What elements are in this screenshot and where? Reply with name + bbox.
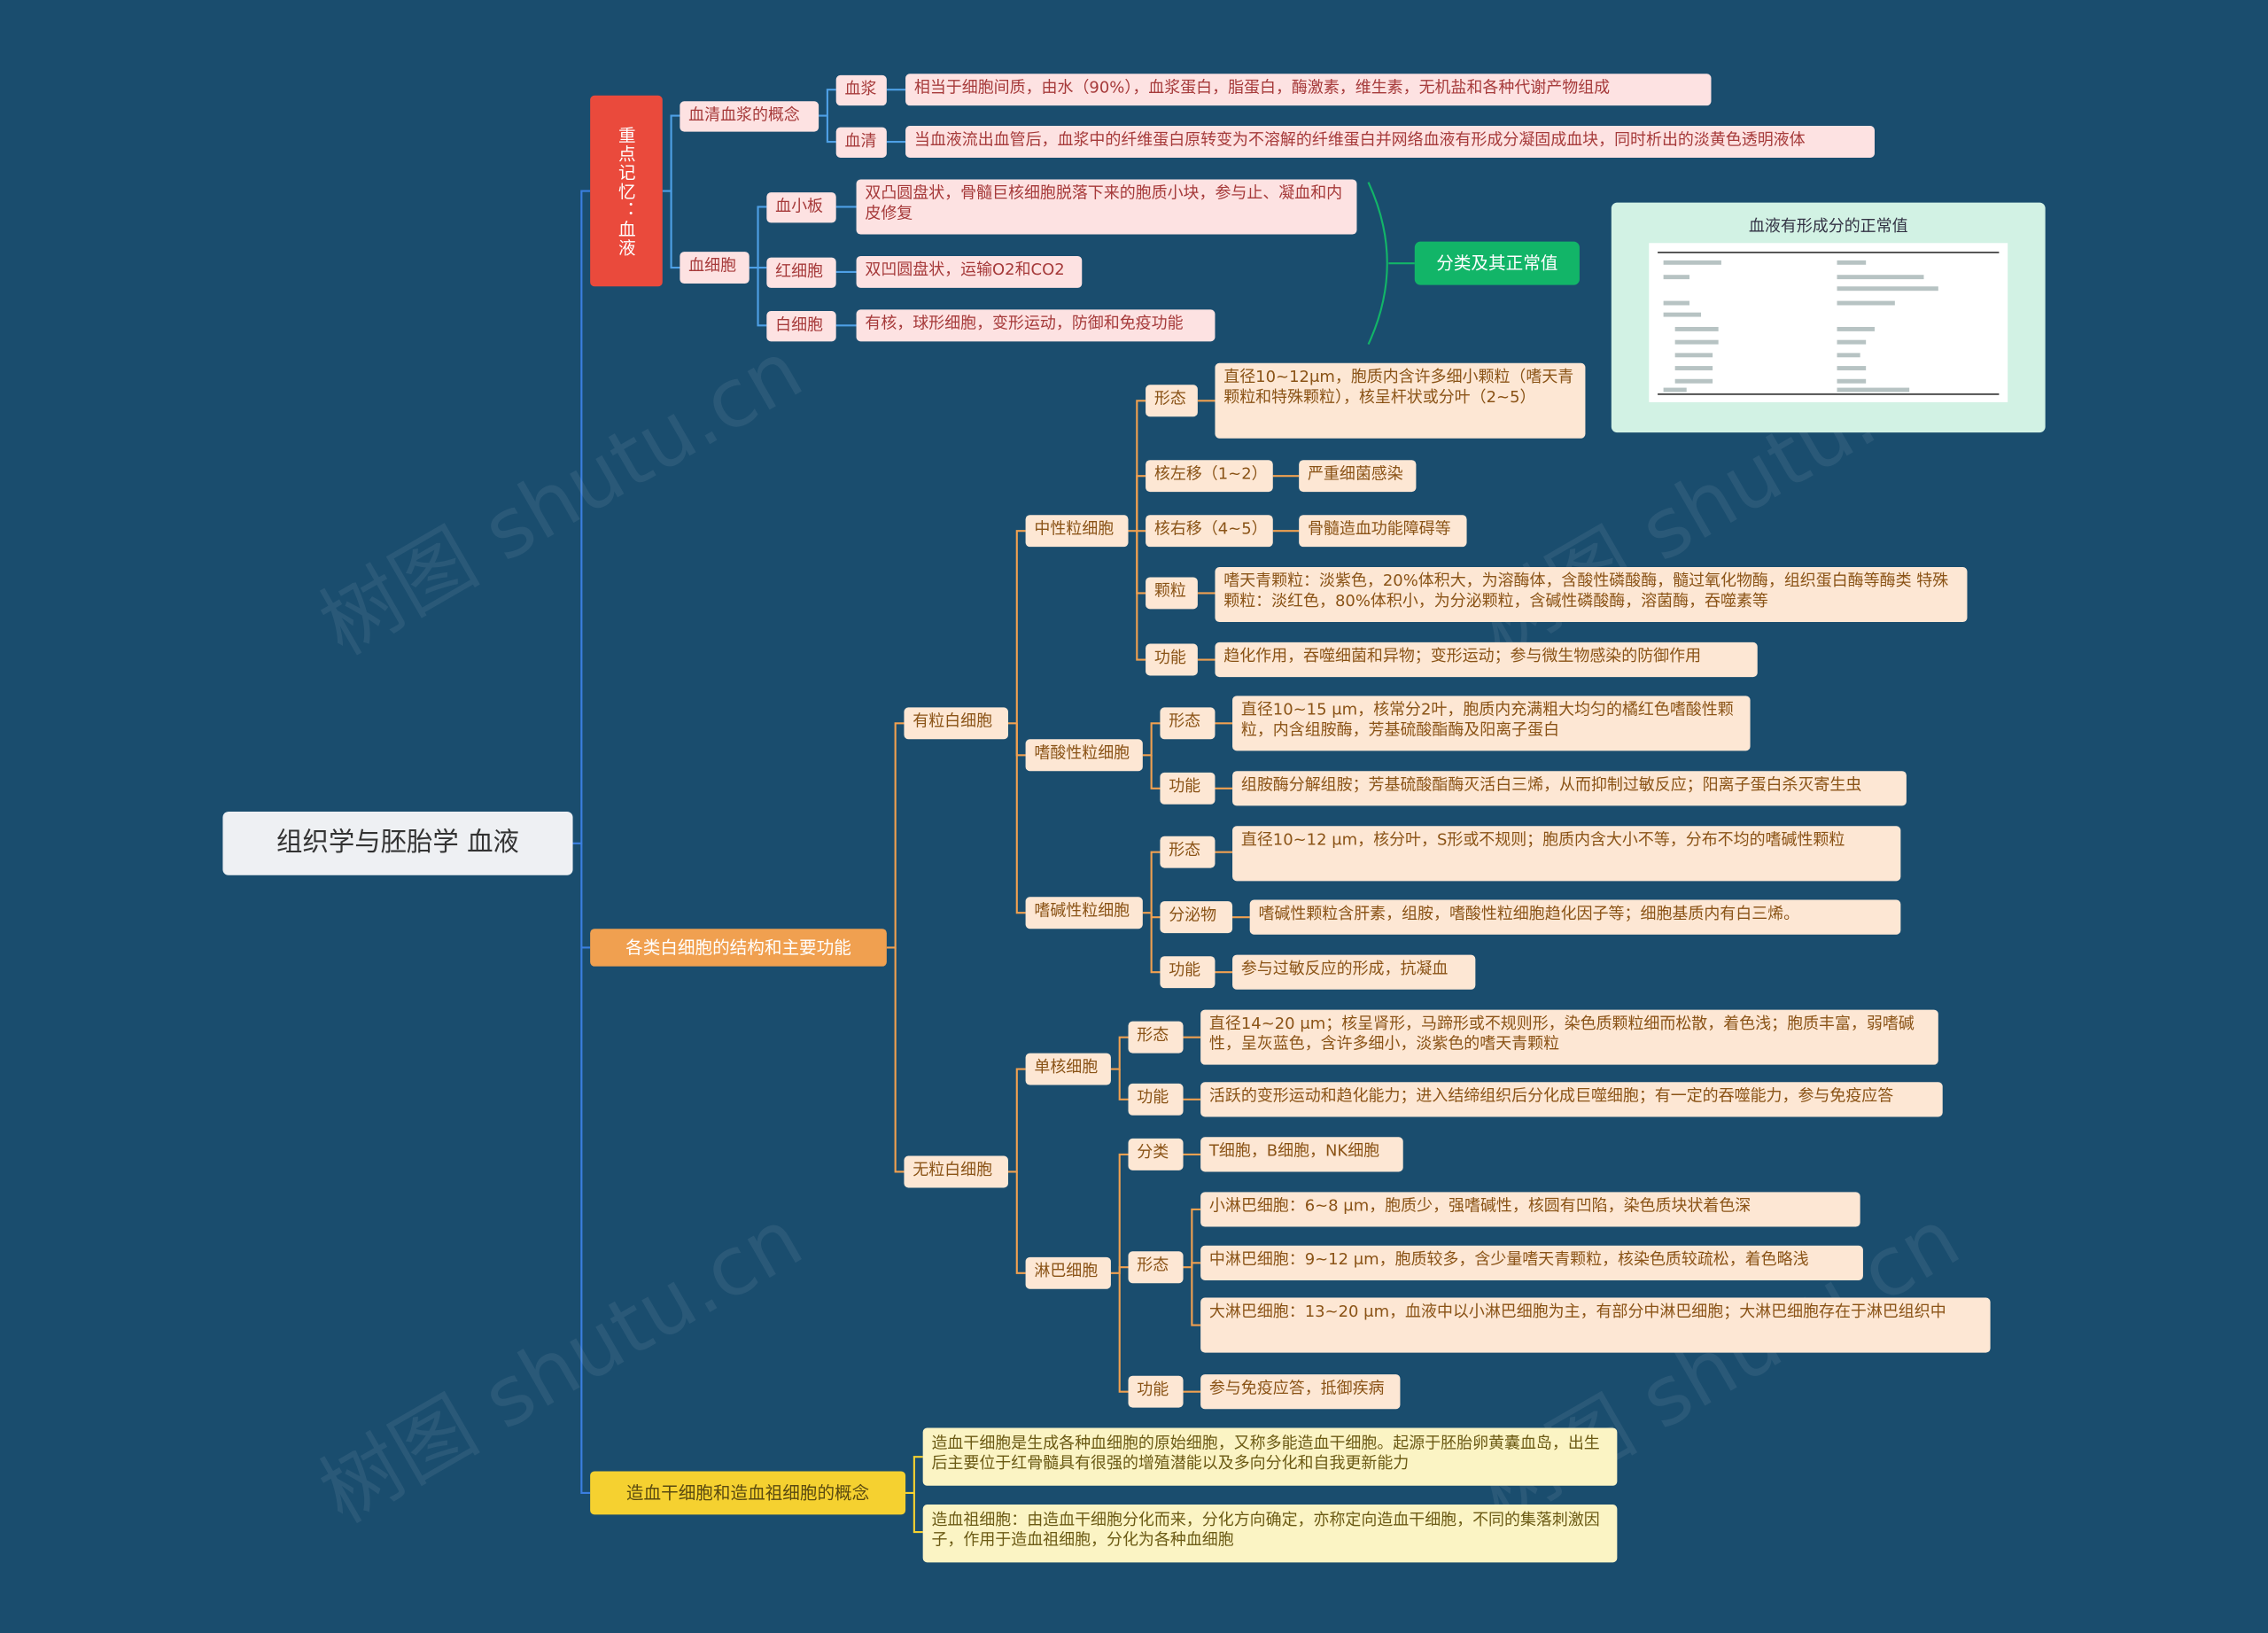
neutrophil-function-label[interactable]: 功能 — [1146, 643, 1198, 676]
eosinophil-function-text[interactable]: 组胺酶分解组胺；芳基硫酸酯酶灭活白三烯，从而抑制过敏反应；阳离子蛋白杀灭寄生虫 — [1232, 771, 1907, 806]
basophil-function-text[interactable]: 参与过敏反应的形成，抗凝血 — [1232, 954, 1476, 990]
monocyte-function-label[interactable]: 功能 — [1128, 1083, 1184, 1116]
basophil-function-label[interactable]: 功能 — [1160, 956, 1216, 989]
basophil-morph-label[interactable]: 形态 — [1160, 836, 1216, 868]
lymphocyte-class-text[interactable]: T细胞，B细胞，NK细胞 — [1200, 1137, 1403, 1172]
neutrophil-right-shift-text[interactable]: 骨髓造血功能障碍等 — [1299, 515, 1467, 548]
normal-values-table-thumbnail — [1649, 243, 2008, 402]
topic-blood-cells[interactable]: 血细胞 — [680, 252, 750, 284]
normal-values-image-card[interactable]: 血液有形成分的正常值 — [1611, 202, 2046, 433]
basophil-secretion-text[interactable]: 嗜碱性颗粒含肝素，组胺，嗜酸性粒细胞趋化因子等；细胞基质内有白三烯。 — [1249, 899, 1901, 935]
topic-basophil[interactable]: 嗜碱性粒细胞 — [1025, 897, 1143, 929]
serum-description[interactable]: 当血液流出血管后，血浆中的纤维蛋白原转变为不溶解的纤维蛋白并网络血液有形成分凝固… — [905, 126, 1875, 158]
topic-platelet[interactable]: 血小板 — [766, 192, 836, 223]
card-title: 血液有形成分的正常值 — [1748, 216, 1908, 237]
wbc-description[interactable]: 有核，球形细胞，变形运动，防御和免疫功能 — [856, 309, 1216, 342]
neutrophil-granule-text[interactable]: 嗜天青颗粒：淡紫色，20%体积大，为溶酶体，含酸性磷酸酶，髓过氧化物酶，组织蛋白… — [1215, 567, 1968, 623]
eosinophil-morph-text[interactable]: 直径10~15 μm，核常分2叶，胞质内充满粗大均匀的橘红色嗜酸性颗粒，内含组胺… — [1232, 696, 1751, 751]
topic-serum[interactable]: 血清 — [835, 127, 887, 158]
topic-eosinophil[interactable]: 嗜酸性粒细胞 — [1025, 739, 1143, 772]
basophil-secretion-label[interactable]: 分泌物 — [1160, 901, 1233, 934]
branch-wbc-structure-function[interactable]: 各类白细胞的结构和主要功能 — [590, 929, 887, 967]
topic-plasma[interactable]: 血浆 — [835, 74, 887, 106]
large-lymphocyte-text[interactable]: 大淋巴细胞：13~20 μm，血液中以小淋巴细胞为主，有部分中淋巴细胞；大淋巴细… — [1200, 1297, 1991, 1353]
topic-monocyte[interactable]: 单核细胞 — [1025, 1053, 1111, 1085]
neutrophil-function-text[interactable]: 趋化作用，吞噬细菌和异物；变形运动；参与微生物感染的防御作用 — [1215, 642, 1758, 678]
monocyte-morph-label[interactable]: 形态 — [1128, 1021, 1184, 1054]
monocyte-function-text[interactable]: 活跃的变形运动和趋化能力；进入结缔组织后分化成巨噬细胞；有一定的吞噬能力，参与免… — [1200, 1082, 1943, 1117]
plasma-description[interactable]: 相当于细胞间质，由水（90%），血浆蛋白，脂蛋白，酶激素，维生素，无机盐和各种代… — [905, 74, 1712, 106]
basophil-morph-text[interactable]: 直径10~12 μm，核分叶，S形或不规则；胞质内含大小不等，分布不均的嗜碱性颗… — [1232, 826, 1901, 882]
neutrophil-right-shift-label[interactable]: 核右移（4~5） — [1146, 515, 1273, 548]
classify-normal-values[interactable]: 分类及其正常值 — [1414, 241, 1580, 285]
neutrophil-morph-label[interactable]: 形态 — [1146, 385, 1198, 417]
topic-agranular-wbc[interactable]: 无粒白细胞 — [904, 1155, 1008, 1188]
eosinophil-morph-label[interactable]: 形态 — [1160, 707, 1216, 740]
monocyte-morph-text[interactable]: 直径14~20 μm；核呈肾形，马蹄形或不规则形，染色质颗粒细而松散，着色浅；胞… — [1200, 1009, 1938, 1065]
lymphocyte-function-text[interactable]: 参与免疫应答，抵御疾病 — [1200, 1374, 1401, 1410]
topic-rbc[interactable]: 红细胞 — [766, 257, 836, 288]
lymphocyte-class-label[interactable]: 分类 — [1128, 1138, 1184, 1170]
topic-neutrophil[interactable]: 中性粒细胞 — [1025, 515, 1129, 548]
neutrophil-left-shift-text[interactable]: 严重细菌感染 — [1299, 460, 1417, 493]
topic-wbc[interactable]: 白细胞 — [766, 311, 836, 342]
platelet-description[interactable]: 双凸圆盘状，骨髓巨核细胞脱落下来的胞质小块，参与止、凝血和内皮修复 — [856, 179, 1357, 235]
small-lymphocyte-text[interactable]: 小淋巴细胞：6~8 μm，胞质少，强嗜碱性，核圆有凹陷，染色质块状着色深 — [1200, 1192, 1860, 1227]
root-topic[interactable]: 组织学与胚胎学 血液 — [222, 811, 573, 875]
neutrophil-morph-text[interactable]: 直径10~12μm，胞质内含许多细小颗粒（嗜天青颗粒和特殊颗粒），核呈杆状或分叶… — [1215, 362, 1586, 439]
branch-key-memory-label: 重点记忆：血液 — [616, 125, 637, 257]
eosinophil-function-label[interactable]: 功能 — [1160, 772, 1216, 805]
topic-plasma-serum-concept[interactable]: 血清血浆的概念 — [680, 101, 819, 132]
branch-key-memory[interactable]: 重点记忆：血液 — [590, 95, 663, 287]
neutrophil-granule-label[interactable]: 颗粒 — [1146, 577, 1198, 610]
neutrophil-left-shift-label[interactable]: 核左移（1~2） — [1146, 460, 1273, 493]
progenitor-cell-description[interactable]: 造血祖细胞：由造血干细胞分化而来，分化方向确定，亦称定向造血干细胞，不同的集落刺… — [922, 1505, 1618, 1563]
stem-cell-description[interactable]: 造血干细胞是生成各种血细胞的原始细胞，又称多能造血干细胞。起源于胚胎卵黄囊血岛，… — [922, 1427, 1618, 1486]
topic-lymphocyte[interactable]: 淋巴细胞 — [1025, 1256, 1111, 1289]
topic-granular-wbc[interactable]: 有粒白细胞 — [904, 707, 1008, 740]
branch-hematopoietic-concepts[interactable]: 造血干细胞和造血祖细胞的概念 — [590, 1471, 906, 1515]
medium-lymphocyte-text[interactable]: 中淋巴细胞：9~12 μm，胞质较多，含少量嗜天青颗粒，核染色质较疏松，着色略浅 — [1200, 1245, 1863, 1280]
lymphocyte-morph-label[interactable]: 形态 — [1128, 1251, 1184, 1284]
rbc-description[interactable]: 双凹圆盘状，运输O2和CO2 — [856, 255, 1083, 288]
lymphocyte-function-label[interactable]: 功能 — [1128, 1375, 1184, 1408]
